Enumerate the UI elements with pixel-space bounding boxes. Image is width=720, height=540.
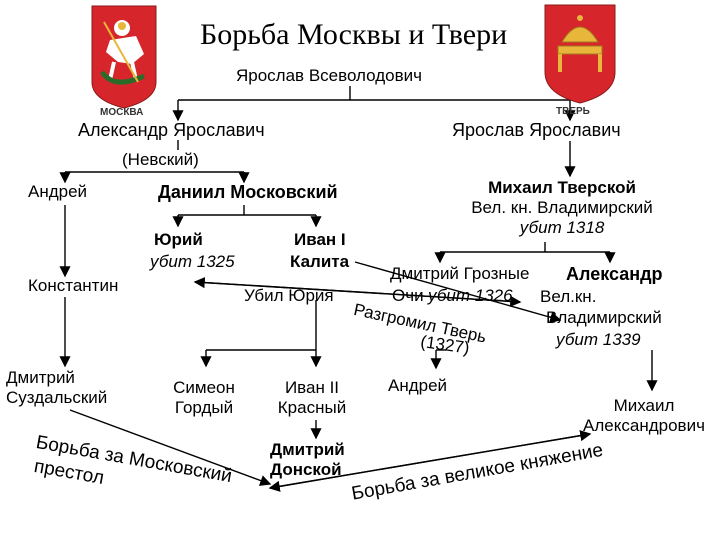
- person-alexander-note: убит 1339: [556, 330, 641, 349]
- ivan-ii-name: Иван II: [284, 378, 340, 397]
- person-ivan-kalita-2: Калита: [290, 252, 350, 271]
- person-alexander-tverskoy: Александр: [566, 264, 663, 284]
- person-dmitry-grozny: Дмитрий Грозные: [390, 264, 530, 283]
- person-alexander-yaroslavich: Александр Ярославич: [78, 120, 265, 140]
- person-dmitry-grozny-note: убит 1326: [428, 286, 513, 305]
- person-mikhail-tverskoy: Михаил Тверской Вел. кн. Владимирский уб…: [452, 178, 672, 238]
- person-andrei-tverskoy: Андрей: [388, 376, 448, 395]
- tver-coat-of-arms: ТВЕРЬ: [542, 2, 618, 120]
- dmitry-suzdalsky-name: Дмитрий: [6, 368, 75, 387]
- mikhail-name: Михаил Тверской: [488, 178, 636, 197]
- person-ivan-kalita-1: Иван I: [294, 230, 346, 249]
- diagram-title: Борьба Москвы и Твери: [200, 18, 508, 51]
- dmitry-suzdalsky-title: Суздальский: [6, 388, 108, 407]
- simeon-title: Гордый: [174, 398, 234, 417]
- person-simeon: Симеон Гордый: [162, 378, 246, 418]
- dmitry-donskoy-title: Донской: [270, 460, 342, 479]
- person-mikhail-alexandrovich: Михаил Александрович: [578, 396, 710, 436]
- person-nevsky-note: (Невский): [122, 150, 199, 169]
- person-yaroslav-yaroslavich: Ярослав Ярославич: [452, 120, 621, 140]
- person-dmitry-donskoy: Дмитрий Донской: [270, 440, 345, 480]
- person-dmitry-grozny-ochi: Очи: [392, 286, 424, 305]
- mikhail-alexandrovich-name: Михаил: [613, 396, 675, 415]
- person-alexander-title-1: Вел.кн.: [540, 287, 597, 306]
- simeon-name: Симеон: [173, 378, 235, 397]
- tver-crest-icon: [544, 4, 616, 104]
- person-dmitry-suzdalsky: Дмитрий Суздальский: [6, 368, 107, 408]
- person-yaroslav-vsevolodovich: Ярослав Всеволодович: [236, 66, 422, 85]
- moscow-coat-of-arms: МОСКВА: [88, 2, 160, 122]
- dmitry-donskoy-name: Дмитрий: [270, 440, 345, 459]
- tver-crest-label: ТВЕРЬ: [556, 106, 590, 117]
- person-daniil-moskovsky: Даниил Московский: [158, 182, 338, 202]
- mikhail-title: Вел. кн. Владимирский: [471, 198, 653, 217]
- person-yuri-note: убит 1325: [150, 252, 235, 271]
- person-konstantin: Константин: [28, 276, 119, 295]
- moscow-crest-label: МОСКВА: [100, 107, 144, 118]
- ivan-ii-title: Красный: [277, 398, 347, 417]
- person-yuri: Юрий: [154, 230, 203, 249]
- person-alexander-title-2: Владимирский: [546, 308, 662, 327]
- moscow-crest-icon: [91, 5, 157, 109]
- person-andrei: Андрей: [28, 182, 88, 201]
- annotation-killed-yuri: Убил Юрия: [244, 286, 334, 305]
- mikhail-note: убит 1318: [519, 218, 605, 237]
- mikhail-alexandrovich-patronymic: Александрович: [583, 416, 705, 435]
- person-ivan-ii: Иван II Красный: [266, 378, 358, 418]
